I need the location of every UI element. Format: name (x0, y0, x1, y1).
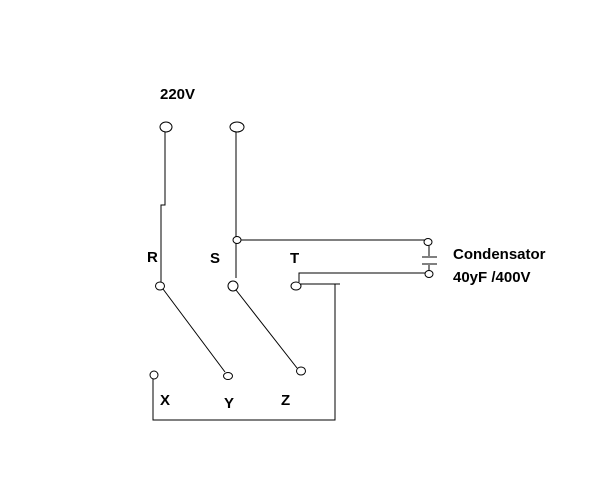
terminal-z (296, 366, 306, 376)
terminal-r (155, 281, 165, 291)
wire-capacitor-to-t (298, 272, 425, 282)
capacitor-bottom-terminal (424, 270, 434, 278)
winding-link-s-z (235, 289, 298, 369)
label-y: Y (224, 395, 234, 412)
label-r: R (147, 249, 158, 266)
supply-terminal-2 (229, 121, 245, 133)
winding-link-r-y (162, 288, 226, 373)
wire-supply1-to-r (160, 132, 166, 282)
capacitor-name-label: Condensator (453, 246, 546, 263)
label-x: X (160, 392, 170, 409)
capacitor-top-terminal (423, 238, 433, 246)
junction-s (232, 236, 242, 244)
label-s: S (210, 250, 220, 267)
capacitor-rating-label: 40yF /400V (453, 269, 531, 286)
supply-voltage-label: 220V (160, 86, 195, 103)
terminal-y (223, 372, 233, 380)
supply-terminal-1 (159, 121, 173, 133)
wire-t-to-x (152, 283, 336, 421)
terminal-x (149, 370, 159, 380)
terminal-t (290, 281, 302, 291)
label-z: Z (281, 392, 290, 409)
label-t: T (290, 250, 299, 267)
terminal-s (227, 280, 239, 292)
